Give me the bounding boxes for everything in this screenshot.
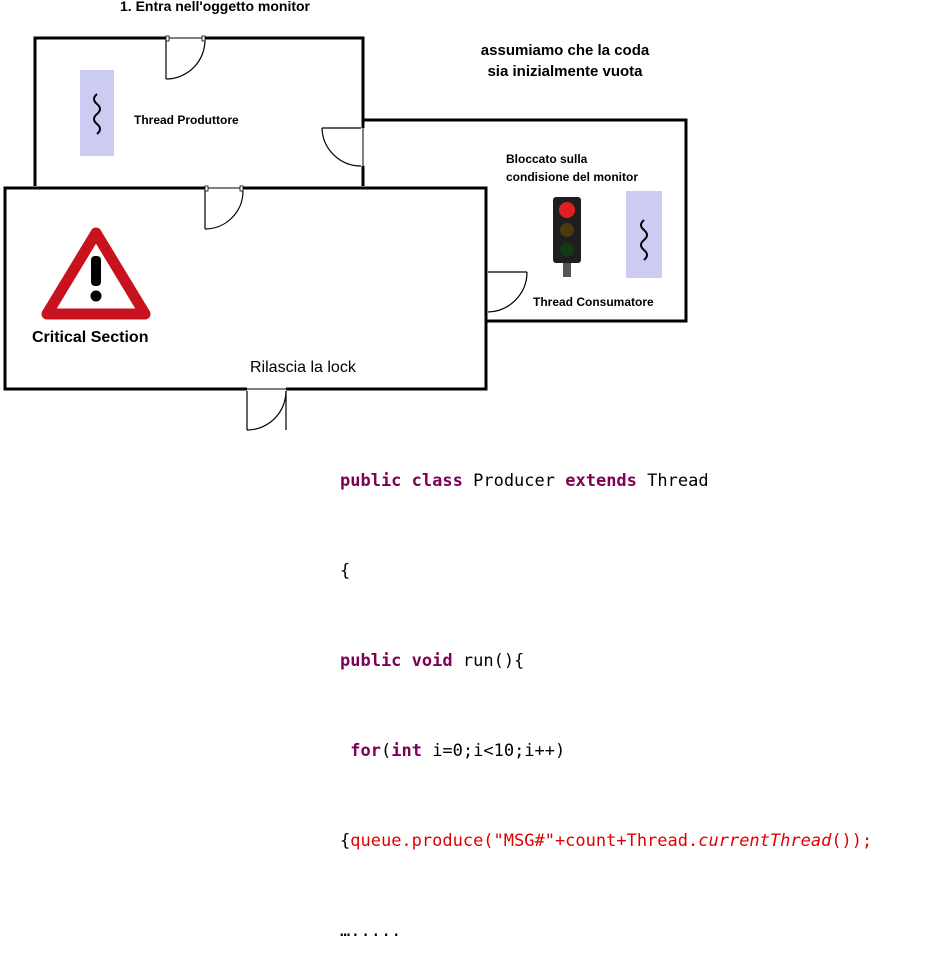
code-text: { bbox=[340, 831, 351, 851]
queue-note: assumiamo che la coda sia inizialmente v… bbox=[480, 42, 650, 80]
code-line-3: public void run(){ bbox=[340, 646, 872, 676]
code-keyword: class bbox=[411, 471, 463, 491]
code-keyword: for bbox=[350, 741, 381, 761]
code-keyword: public bbox=[340, 471, 402, 491]
floor-plan-diagram bbox=[3, 35, 688, 431]
critical-section-room bbox=[3, 186, 488, 391]
consumer-door-icon bbox=[485, 271, 528, 314]
code-keyword: extends bbox=[565, 471, 637, 491]
code-line-6: …..... bbox=[340, 921, 402, 941]
critical-section-label: Critical Section bbox=[32, 329, 149, 346]
code-text: i=0;i<10;i++) bbox=[432, 741, 566, 761]
consumer-thread-label: Thread Consumatore bbox=[533, 295, 654, 309]
critical-section-door-icon bbox=[204, 185, 244, 230]
producer-room bbox=[33, 36, 365, 186]
code-line-5: {queue.produce("MSG#"+count+Thread.curre… bbox=[340, 826, 872, 856]
code-call: queue.produce("MSG#"+count+Thread. bbox=[350, 831, 699, 851]
code-text: ( bbox=[380, 741, 392, 761]
code-text: run(){ bbox=[462, 651, 525, 671]
code-line-2: { bbox=[340, 561, 351, 581]
code-class-name: Producer bbox=[473, 471, 555, 491]
release-lock-label: Rilascia la lock bbox=[250, 359, 356, 376]
warning-icon bbox=[41, 227, 151, 320]
code-call-method: currentThread bbox=[698, 831, 832, 851]
code-keyword: public bbox=[340, 651, 402, 671]
step-title: 1. Entra nell'oggetto monitor bbox=[120, 0, 310, 14]
code-call: ()); bbox=[831, 831, 873, 851]
consumer-thread-squiggle-icon bbox=[626, 191, 662, 278]
code-keyword: void bbox=[411, 651, 453, 671]
code-line-1: public class Producer extends Thread bbox=[340, 466, 872, 496]
traffic-light-icon bbox=[553, 197, 581, 277]
code-indent bbox=[340, 741, 350, 761]
code-keyword: int bbox=[391, 741, 422, 761]
code-line-4: for(int i=0;i<10;i++) bbox=[340, 736, 872, 766]
exit-door-icon bbox=[246, 388, 287, 431]
producer-entry-door-icon bbox=[165, 35, 206, 80]
producer-side-door-icon bbox=[321, 127, 364, 167]
code-base-class: Thread bbox=[647, 471, 709, 491]
code-snippet: public class Producer extends Thread { p… bbox=[340, 406, 872, 976]
producer-thread-label: Thread Produttore bbox=[134, 113, 239, 127]
blocked-condition-label: Bloccato sulla condisione del monitor bbox=[506, 152, 639, 184]
producer-thread-squiggle-icon bbox=[80, 70, 114, 156]
